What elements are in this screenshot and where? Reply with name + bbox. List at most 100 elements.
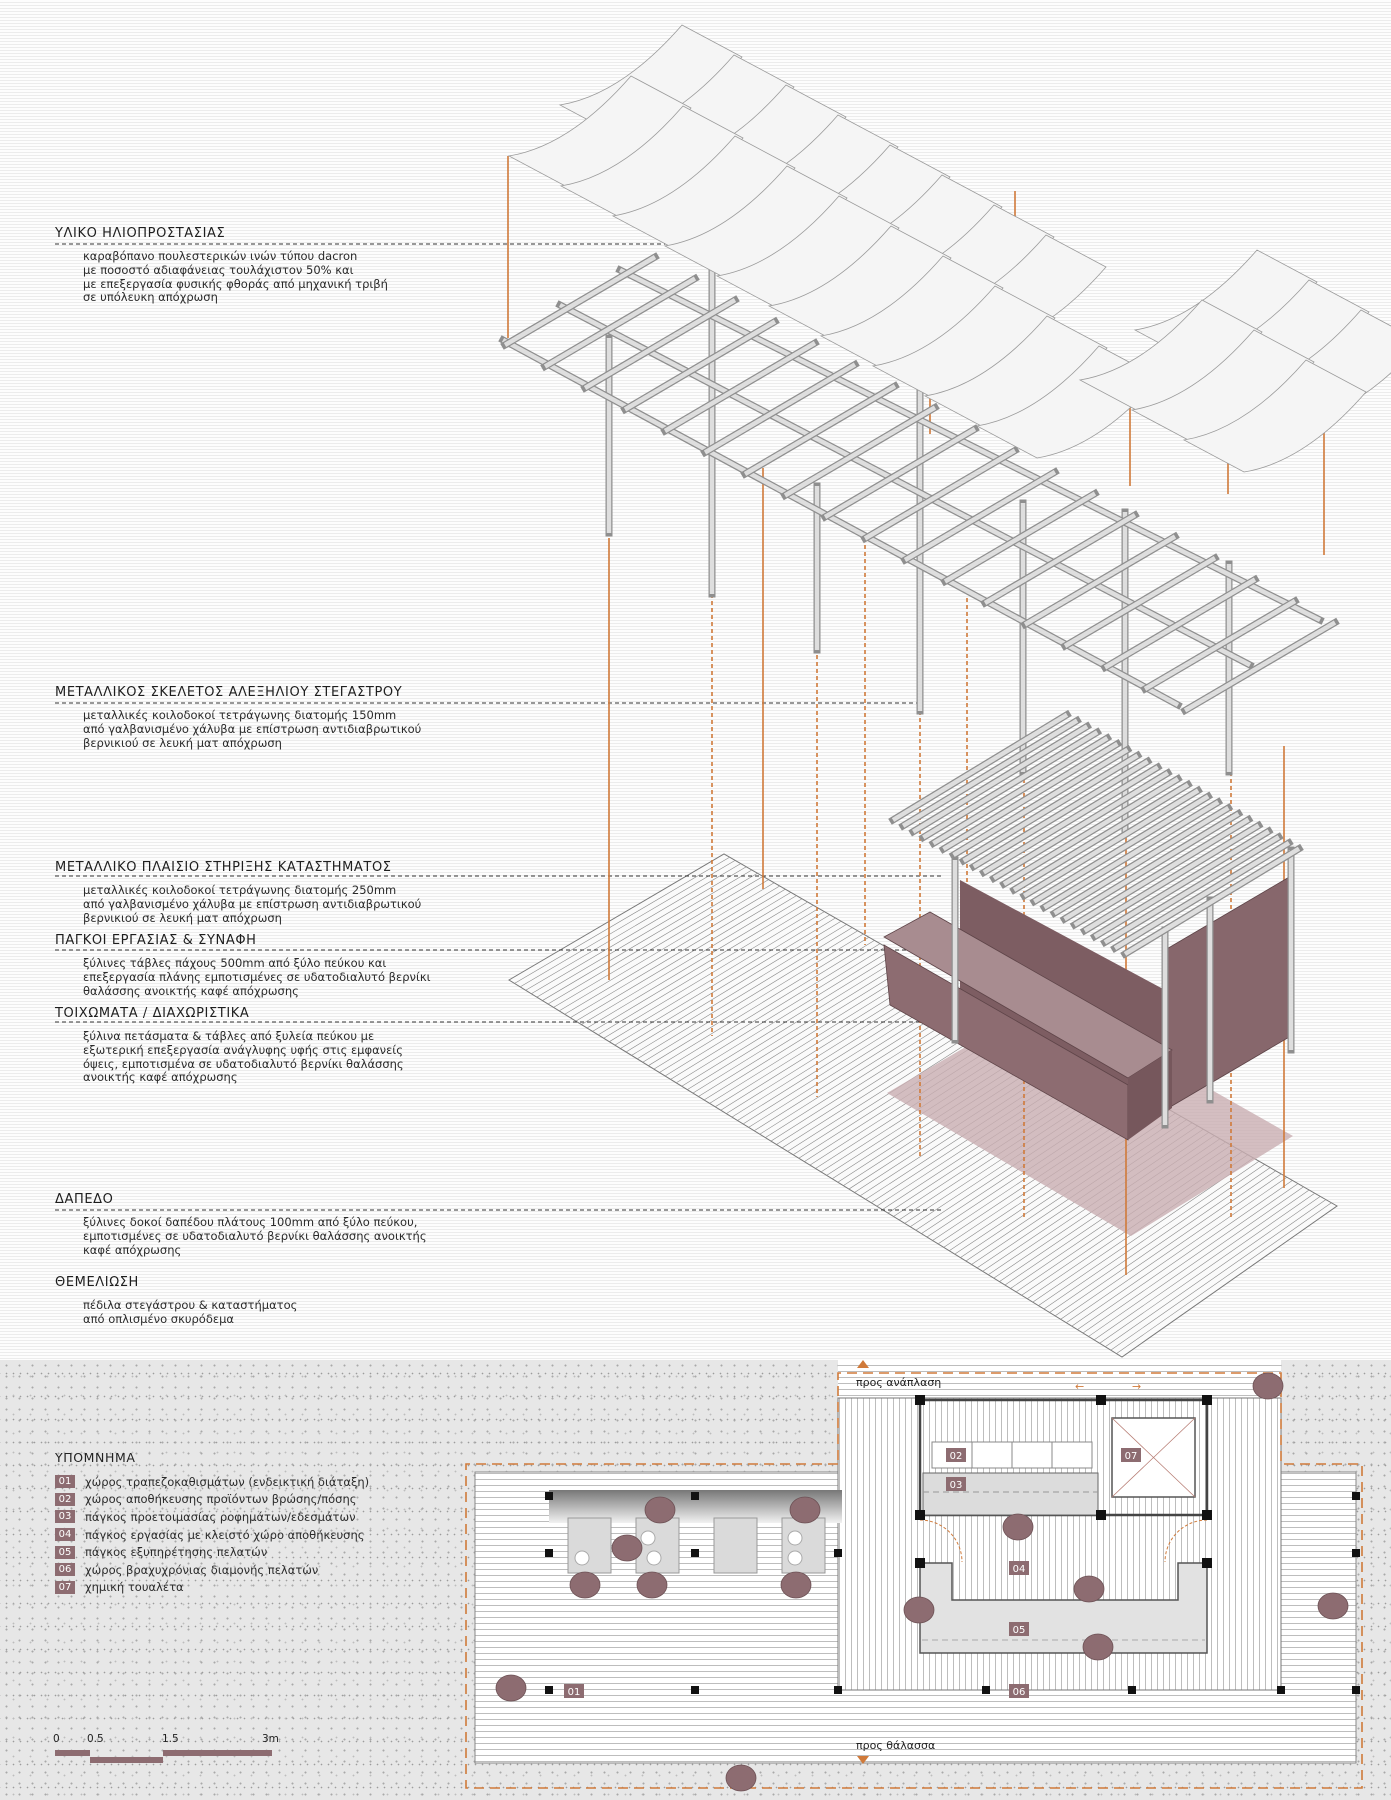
column: [691, 1492, 699, 1500]
column: [691, 1686, 699, 1694]
deck-plank: [687, 956, 903, 1090]
roof-slat-face: [962, 753, 1139, 863]
person-figure: [1073, 1575, 1105, 1603]
canopy-cross-beam-face: [983, 513, 1137, 605]
annotation-body: ξύλινες δοκοί δαπέδου πλάτους 100mm από …: [55, 1215, 427, 1257]
north-arrow-icon: [857, 1360, 869, 1368]
deck-plank: [1088, 1186, 1304, 1337]
canopy-cross-beam-face: [863, 448, 1017, 541]
annotation-title: ΜΕΤΑΛΛΙΚΟΣ ΣΚΕΛΕΤΟΣ ΑΛΕΞΗΛΙΟΥ ΣΤΕΓΑΣΤΡΟΥ: [55, 685, 403, 700]
plate: [787, 1550, 803, 1566]
annotation-body: καραβόπανο πουλεστερικών ινών τύπου dacr…: [55, 249, 388, 305]
canopy-cross-beam-face: [543, 276, 697, 369]
person-figure: [611, 1534, 643, 1562]
column: [1352, 1686, 1360, 1694]
deck-plank: [681, 952, 897, 1087]
legend-code-badge: 02: [55, 1492, 75, 1506]
annotation-line: επεξεργασία πλάνης εμποτισμένες σε υδατο…: [83, 969, 431, 984]
toilet-cross: [1111, 1417, 1196, 1498]
direction-label-north: προς ανάπλαση: [856, 1376, 941, 1389]
legend-title: ΥΠΟΜΝΗΜΑ: [55, 1450, 136, 1465]
deck-plank: [1099, 1192, 1315, 1344]
deck-plank: [625, 920, 842, 1053]
deck-plank: [614, 914, 831, 1046]
person-figure: [789, 1496, 821, 1524]
kiosk-column: [915, 1510, 925, 1520]
deck-plank: [642, 930, 858, 1063]
column: [1352, 1492, 1360, 1500]
annotation-line: καραβόπανο πουλεστερικών ινών τύπου dacr…: [83, 249, 358, 263]
deck-plank: [1082, 1183, 1299, 1334]
door-swing: [919, 1519, 963, 1563]
sun-shade-sails: [507, 24, 1391, 473]
canopy-cross-beam-face: [943, 491, 1097, 584]
person-figure: [725, 1764, 757, 1792]
plate: [646, 1550, 662, 1566]
scale-tick-3m: 3m: [262, 1733, 279, 1745]
roof-slat-face: [942, 741, 1119, 852]
deck-plank: [542, 872, 758, 1001]
room-code-badge: [1009, 1622, 1029, 1636]
annotation-title: ΤΟΙΧΩΜΑΤΑ / ΔΙΑΧΩΡΙΣΤΙΚΑ: [55, 1006, 250, 1021]
annotation-line: ξύλινες τάβλες πάχους 500mm από ξύλο πεύ…: [83, 956, 387, 970]
roof-slat-face: [891, 712, 1069, 822]
roof-slat-face: [982, 765, 1159, 875]
column: [1352, 1549, 1360, 1557]
kiosk-column: [1202, 1510, 1212, 1520]
roof-slat-face: [1033, 794, 1210, 904]
table: [635, 1517, 680, 1574]
column: [834, 1549, 842, 1557]
scale-segment-1: [55, 1750, 90, 1756]
room-code-03: 03: [950, 1480, 963, 1491]
person-figure: [644, 1496, 676, 1524]
annotation-title: ΜΕΤΑΛΛΙΚΟ ΠΛΑΙΣΙΟ ΣΤΗΡΙΞΗΣ ΚΑΤΑΣΤΗΜΑΤΟΣ: [55, 860, 392, 875]
canopy-cross-beam-face: [1183, 620, 1337, 713]
canopy-cross-beam-face: [743, 384, 897, 476]
legend-label: χημική τουαλέτα: [85, 1580, 184, 1595]
room-code-05: 05: [1013, 1625, 1026, 1636]
roof-slat-face: [1022, 788, 1200, 898]
person-figure: [780, 1571, 812, 1599]
plate: [640, 1530, 656, 1546]
person-figure: [569, 1571, 601, 1599]
canopy-cross-beam-face: [663, 341, 817, 433]
annotation-line: ξύλινες δοκοί δαπέδου πλάτους 100mm από …: [83, 1215, 418, 1229]
roof-slat-face: [922, 730, 1099, 840]
roof-slat-face: [901, 718, 1079, 828]
annotation-line: από γαλβανισμένο χάλυβα με επίστρωση αντ…: [83, 896, 422, 911]
roof-slat-face: [1083, 823, 1260, 933]
deck-plank: [659, 940, 875, 1073]
legend-code-badge: 06: [55, 1563, 75, 1577]
roof-slat-face: [992, 771, 1170, 881]
roof-slat-face: [1012, 782, 1190, 892]
deck-plank: [664, 943, 881, 1077]
room-code-04: 04: [1013, 1564, 1026, 1575]
annotation-line: με ποσοστό αδιαφάνειας τουλάχιστον 50% κ…: [83, 262, 354, 277]
deck-plank: [519, 860, 736, 988]
deck-plank: [1043, 1160, 1260, 1310]
deck-plank: [570, 888, 786, 1018]
canopy-cross-beam-face: [1103, 577, 1257, 670]
kiosk-column: [1096, 1395, 1106, 1405]
deck-plank: [1071, 1176, 1288, 1327]
kiosk-counter-end: [1128, 1050, 1172, 1140]
kiosk-column: [1202, 1395, 1212, 1405]
annotation-title: ΥΛΙΚΟ ΗΛΙΟΠΡΟΣΤΑΣΙΑΣ: [55, 226, 226, 241]
deck-plank: [620, 917, 836, 1049]
storage-unit: [971, 1441, 1013, 1469]
canopy-cross-beam-face: [583, 298, 737, 390]
deck-plank: [1054, 1167, 1271, 1317]
roof-slat-face: [972, 759, 1149, 869]
door-swing: [1164, 1519, 1208, 1563]
annotation-line: θαλάσσης ανοικτής καφέ απόχρωσης: [83, 983, 299, 998]
person-figure: [495, 1674, 527, 1702]
deck-plank: [598, 904, 814, 1036]
legend-label: πάγκος εργασίας με κλειστό χώρο αποθήκευ…: [85, 1527, 365, 1542]
